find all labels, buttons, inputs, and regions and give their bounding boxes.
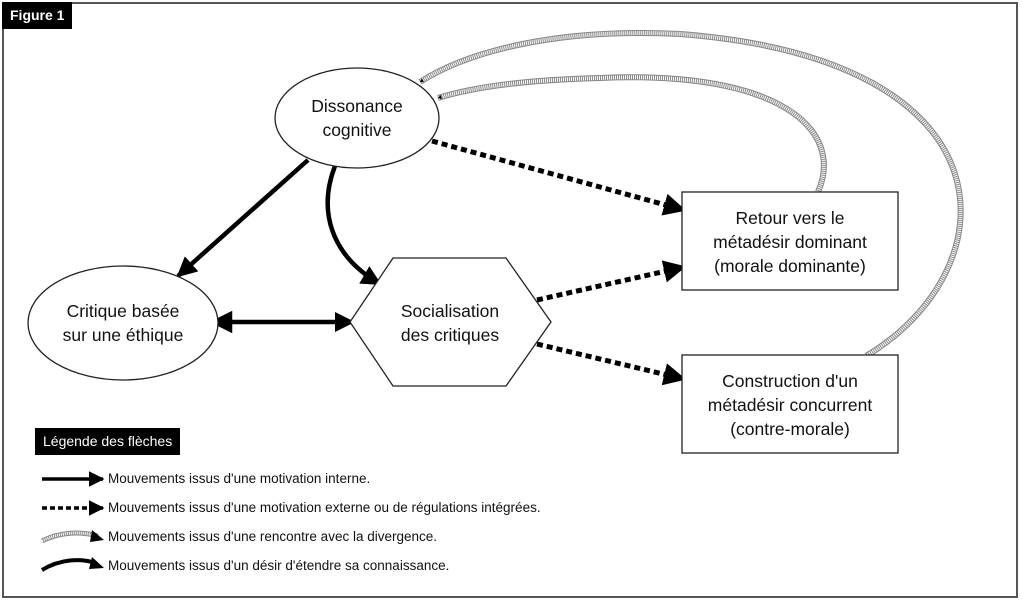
edge-dissonance-to-critique	[176, 158, 310, 278]
node-construction-line3: (contre-morale)	[730, 419, 850, 439]
edge-dissonance-to-socialisation	[325, 165, 382, 286]
node-construction-line1: Construction d'un	[722, 371, 858, 391]
legend-item-hatched: Mouvements issus d'une rencontre avec la…	[108, 529, 438, 544]
edge-socialisation-to-retour	[536, 260, 687, 303]
node-critique-line2: sur une éthique	[63, 325, 184, 345]
legend-hatched-arrow-icon	[40, 530, 104, 544]
node-socialisation: Socialisation des critiques	[349, 257, 552, 387]
edge-socialisation-to-construction	[536, 341, 687, 386]
node-retour: Retour vers le métadésir dominant (moral…	[681, 191, 899, 291]
edge-dissonance-to-retour	[431, 138, 687, 216]
edge-construction-to-dissonance	[418, 30, 964, 359]
node-critique: Critique basée sur une éthique	[27, 265, 219, 381]
node-socialisation-line1: Socialisation	[401, 301, 499, 321]
node-dissonance: Dissonance cognitive	[274, 67, 440, 169]
figure-label: Figure 1	[2, 2, 73, 29]
node-retour-line2: métadésir dominant	[713, 232, 867, 252]
legend-item-solid: Mouvements issus d'une motivation intern…	[108, 471, 371, 486]
node-critique-line1: Critique basée	[67, 301, 180, 321]
node-construction-line2: métadésir concurrent	[708, 395, 873, 415]
node-dissonance-line2: cognitive	[322, 120, 391, 140]
legend-item-curved: Mouvements issus d'un désir d'étendre sa…	[108, 558, 450, 573]
legend-item-dashed: Mouvements issus d'une motivation extern…	[108, 500, 541, 515]
node-retour-line1: Retour vers le	[736, 208, 845, 228]
legend-curved-arrow-icon	[40, 557, 104, 572]
node-construction: Construction d'un métadésir concurrent (…	[681, 354, 899, 454]
node-retour-line3: (morale dominante)	[714, 256, 866, 276]
node-socialisation-line2: des critiques	[401, 325, 499, 345]
edge-retour-to-dissonance	[437, 74, 827, 194]
legend-title: Légende des flèches	[35, 428, 181, 455]
node-dissonance-line1: Dissonance	[311, 96, 402, 116]
